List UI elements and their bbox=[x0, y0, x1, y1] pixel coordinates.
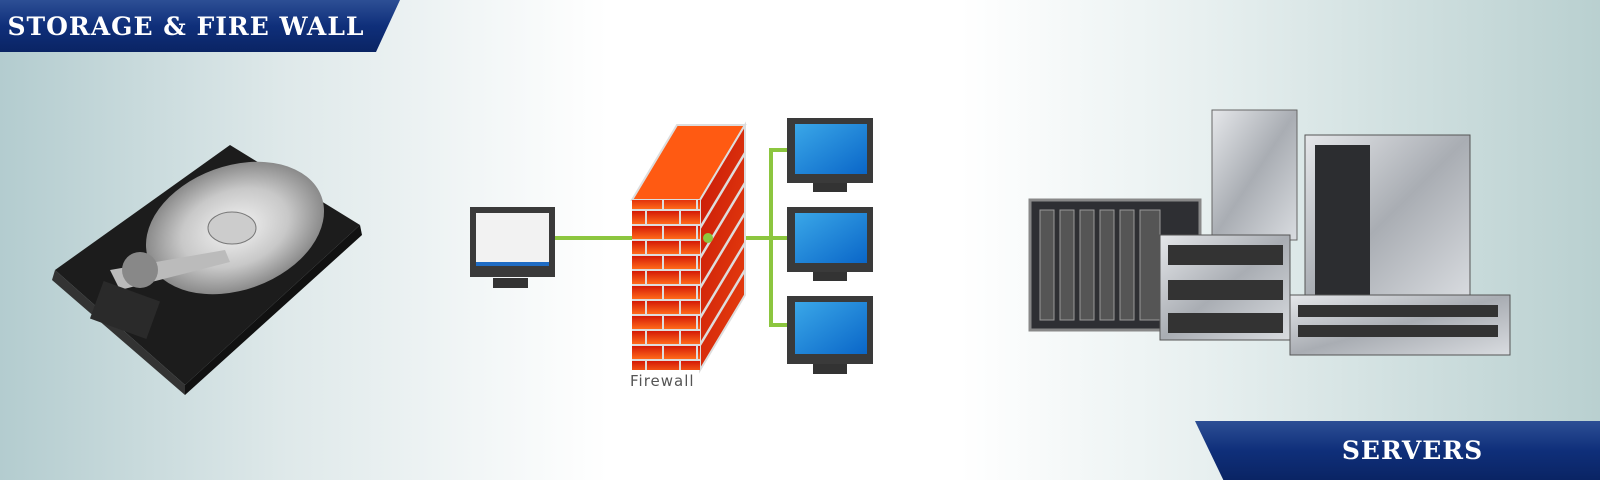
server-monitor-icon bbox=[787, 296, 873, 374]
storage-firewall-banner: STORAGE & FIRE WALL bbox=[0, 0, 400, 52]
firewall-label: Firewall bbox=[630, 372, 695, 390]
servers-banner: SERVERS bbox=[1195, 421, 1600, 480]
firewall-diagram bbox=[470, 118, 873, 374]
server-monitor-icon bbox=[787, 118, 873, 192]
servers-image bbox=[1028, 109, 1511, 356]
server-monitor-icon bbox=[787, 207, 873, 281]
brick-wall-icon bbox=[630, 121, 747, 374]
hard-drive-image bbox=[52, 145, 362, 395]
client-monitor-icon bbox=[470, 207, 555, 288]
